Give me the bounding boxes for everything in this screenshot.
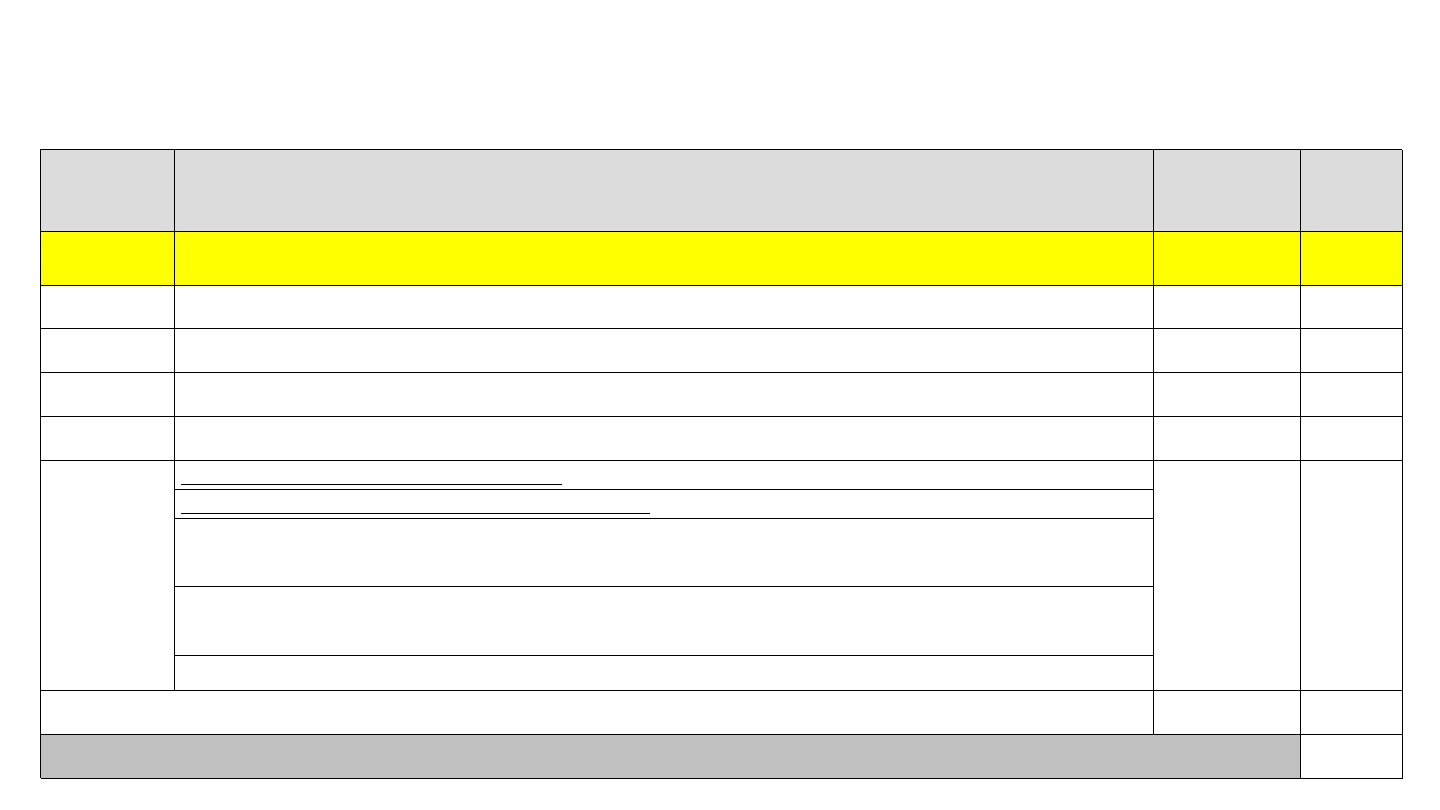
header-cell-1: [41, 150, 175, 232]
highlight-cell-4: [1301, 232, 1403, 286]
highlight-cell-2: [175, 232, 1154, 286]
table-row-2-cell-4: [1301, 329, 1403, 373]
table-row-4-cell-4: [1301, 417, 1403, 461]
table-row-3-cell-1: [41, 373, 175, 417]
table-row-2-cell-3: [1154, 329, 1301, 373]
table-row-1-cell-2: [175, 286, 1154, 329]
table-row-2-cell-2: [175, 329, 1154, 373]
subtotal-cell-4: [1301, 691, 1403, 735]
highlight-cell-3: [1154, 232, 1301, 286]
group-sub-items: [175, 461, 1154, 691]
table-row-3-cell-4: [1301, 373, 1403, 417]
group-row-cell-4: [1301, 461, 1403, 691]
form-table: [40, 149, 1403, 779]
group-sub-item-4: [175, 587, 1153, 656]
underline-rule: [181, 484, 562, 485]
group-sub-item-2: [175, 490, 1153, 519]
underline-rule: [181, 513, 650, 514]
highlight-cell-1: [41, 232, 175, 286]
group-sub-item-3: [175, 519, 1153, 587]
group-row-cell-3: [1154, 461, 1301, 691]
table-row-1-cell-3: [1154, 286, 1301, 329]
group-row-cell-1: [41, 461, 175, 691]
group-sub-item-1: [175, 461, 1153, 490]
table-row-4-cell-2: [175, 417, 1154, 461]
table-row-4-cell-1: [41, 417, 175, 461]
group-sub-item-5: [175, 656, 1153, 691]
table-row-1-cell-4: [1301, 286, 1403, 329]
header-cell-2: [175, 150, 1154, 232]
total-value: [1301, 735, 1403, 779]
subtotal-cell-3: [1154, 691, 1301, 735]
header-cell-4: [1301, 150, 1403, 232]
table-row-2-cell-1: [41, 329, 175, 373]
total-label: [41, 735, 1301, 779]
subtotal-label: [41, 691, 1154, 735]
table-row-1-cell-1: [41, 286, 175, 329]
table-row-3-cell-2: [175, 373, 1154, 417]
header-cell-3: [1154, 150, 1301, 232]
table-row-4-cell-3: [1154, 417, 1301, 461]
table-row-3-cell-3: [1154, 373, 1301, 417]
